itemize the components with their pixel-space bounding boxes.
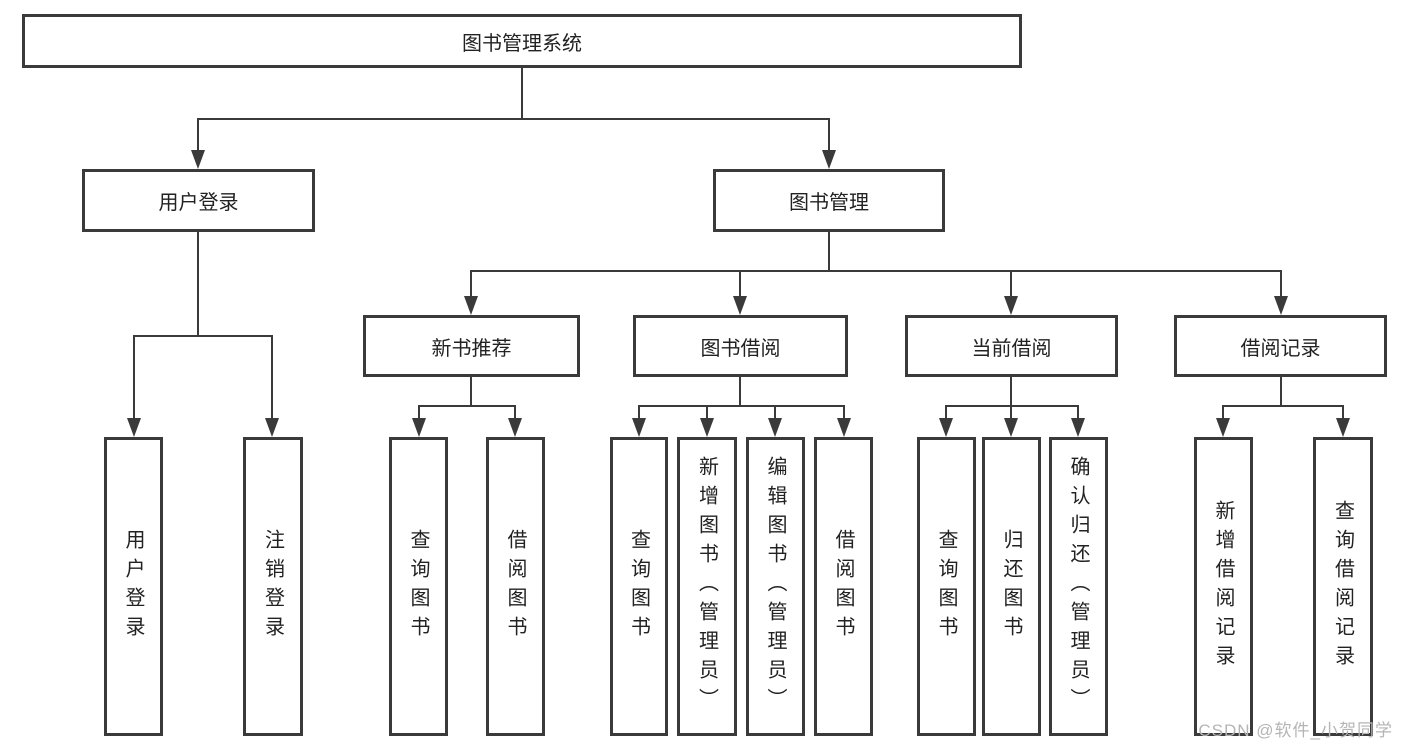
connector-leaf xyxy=(706,405,708,420)
connector-book-borrow-bar xyxy=(638,405,845,407)
connector-to-leaf-user-login xyxy=(133,335,135,420)
leaf-newbook-borrow: 借阅图书 xyxy=(486,437,545,736)
node-book-mgmt-label: 图书管理 xyxy=(789,192,869,214)
leaf-current-query-label: 查询图书 xyxy=(935,528,957,645)
arrow-down-icon xyxy=(700,418,714,437)
connector-leaf xyxy=(1077,405,1079,420)
leaf-borrow-add: 新增图书（管理员） xyxy=(677,437,737,736)
leaf-user-login-label: 用户登录 xyxy=(122,528,144,645)
leaf-logout-label: 注销登录 xyxy=(261,528,284,645)
connector-to-new-book xyxy=(470,270,472,298)
csdn-watermark: CSDN @软件_小贺同学 xyxy=(1198,721,1393,740)
leaf-current-confirm: 确认归还（管理员） xyxy=(1049,437,1108,736)
node-current-borrow-label: 当前借阅 xyxy=(971,337,1052,360)
connector-leaf xyxy=(774,405,776,420)
arrow-down-icon xyxy=(464,296,478,315)
arrow-down-icon xyxy=(1216,418,1230,437)
leaf-current-return-label: 归还图书 xyxy=(1000,528,1022,645)
node-user-login: 用户登录 xyxy=(82,169,315,232)
arrow-down-icon xyxy=(1071,418,1085,437)
connector-book-mgmt-stem xyxy=(828,232,830,270)
connector-root-bar xyxy=(197,118,830,120)
connector-leaf xyxy=(418,405,420,420)
node-book-mgmt: 图书管理 xyxy=(713,169,945,232)
arrow-down-icon xyxy=(939,418,953,437)
arrow-down-icon xyxy=(508,418,522,437)
connector-book-borrow-stem xyxy=(739,377,741,405)
node-root: 图书管理系统 xyxy=(22,14,1022,68)
node-book-borrow: 图书借阅 xyxy=(633,315,848,377)
leaf-newbook-query: 查询图书 xyxy=(389,437,448,736)
leaf-borrow-borrow-label: 借阅图书 xyxy=(832,528,854,645)
leaf-borrow-edit: 编辑图书（管理员） xyxy=(746,437,805,736)
leaf-newbook-query-label: 查询图书 xyxy=(407,528,429,645)
connector-leaf xyxy=(1342,405,1344,420)
leaf-current-confirm-label: 确认归还（管理员） xyxy=(1067,456,1089,717)
leaf-borrow-add-label: 新增图书（管理员） xyxy=(695,456,718,717)
leaf-borrow-query-label: 查询图书 xyxy=(627,528,650,645)
node-borrow-record-label: 借阅记录 xyxy=(1240,337,1321,360)
connector-to-book-borrow xyxy=(739,270,741,298)
arrow-down-icon xyxy=(265,418,279,437)
leaf-current-return: 归还图书 xyxy=(982,437,1041,736)
connector-to-leaf-logout xyxy=(271,335,273,420)
connector-borrow-record-stem xyxy=(1280,377,1282,405)
arrow-down-icon xyxy=(127,418,141,437)
node-borrow-record: 借阅记录 xyxy=(1174,315,1387,377)
connector-leaf xyxy=(1010,405,1012,420)
arrow-down-icon xyxy=(733,296,747,315)
leaf-record-query: 查询借阅记录 xyxy=(1313,437,1373,736)
connector-current-borrow-stem xyxy=(1010,377,1012,405)
connector-borrow-record-bar xyxy=(1222,405,1344,407)
connector-leaf xyxy=(945,405,947,420)
connector-book-mgmt-bar xyxy=(470,270,1282,272)
leaf-borrow-query: 查询图书 xyxy=(610,437,668,736)
node-user-login-label: 用户登录 xyxy=(158,192,239,214)
arrow-down-icon xyxy=(837,418,851,437)
connector-leaf xyxy=(843,405,845,420)
arrow-down-icon xyxy=(1274,296,1288,315)
connector-to-book-mgmt xyxy=(828,118,830,152)
connector-leaf xyxy=(638,405,640,420)
connector-leaf xyxy=(1222,405,1224,420)
connector-to-user-login xyxy=(197,118,199,152)
connector-to-borrow-record xyxy=(1280,270,1282,298)
leaf-newbook-borrow-label: 借阅图书 xyxy=(504,528,526,645)
connector-user-login-stem xyxy=(197,232,199,335)
leaf-record-query-label: 查询借阅记录 xyxy=(1331,499,1354,674)
node-new-book: 新书推荐 xyxy=(363,315,580,377)
arrow-down-icon xyxy=(768,418,782,437)
node-new-book-label: 新书推荐 xyxy=(431,337,512,360)
node-book-borrow-label: 图书借阅 xyxy=(700,337,781,360)
node-current-borrow: 当前借阅 xyxy=(905,315,1118,377)
leaf-logout: 注销登录 xyxy=(243,437,303,736)
leaf-record-add-label: 新增借阅记录 xyxy=(1212,499,1234,674)
connector-current-borrow-bar xyxy=(945,405,1079,407)
connector-new-book-bar xyxy=(418,405,516,407)
arrow-down-icon xyxy=(822,150,836,169)
connector-to-current-borrow xyxy=(1010,270,1012,298)
connector-user-login-bar xyxy=(133,335,273,337)
arrow-down-icon xyxy=(412,418,426,437)
arrow-down-icon xyxy=(1004,418,1018,437)
connector-root-stem xyxy=(521,68,523,118)
leaf-current-query: 查询图书 xyxy=(917,437,976,736)
connector-leaf xyxy=(514,405,516,420)
leaf-record-add: 新增借阅记录 xyxy=(1194,437,1253,736)
arrow-down-icon xyxy=(1336,418,1350,437)
node-root-label: 图书管理系统 xyxy=(462,32,582,55)
arrow-down-icon xyxy=(632,418,646,437)
connector-new-book-stem xyxy=(470,377,472,405)
leaf-user-login: 用户登录 xyxy=(104,437,163,736)
leaf-borrow-borrow: 借阅图书 xyxy=(814,437,873,736)
arrow-down-icon xyxy=(1004,296,1018,315)
arrow-down-icon xyxy=(191,150,205,169)
leaf-borrow-edit-label: 编辑图书（管理员） xyxy=(764,456,786,717)
